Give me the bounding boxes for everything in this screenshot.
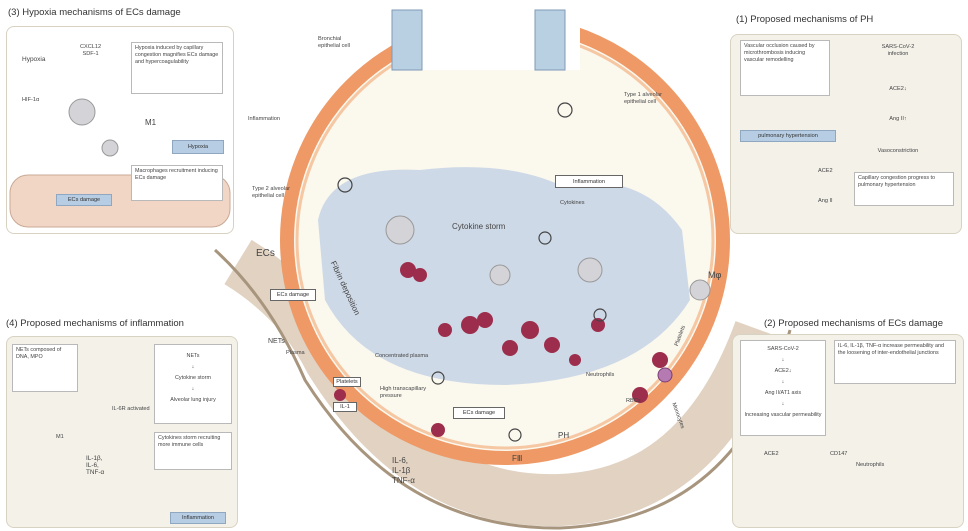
inflammation-m1-label: M1 — [56, 434, 64, 441]
m1-label: M1 — [145, 119, 156, 126]
plasma-label: Plasma — [286, 350, 305, 357]
nets-label: NETs — [268, 338, 285, 345]
ph-panel-title: (1) Proposed mechanisms of PH — [736, 14, 873, 25]
ecs-il-note: IL-6, IL-1β, TNF-α increase permeability… — [834, 340, 956, 384]
pulmonary-hypertension-box: pulmonary hypertension — [740, 130, 836, 142]
storm-cytokine: Cytokine storm — [158, 375, 228, 382]
hypoxia-panel-title: (3) Hypoxia mechanisms of ECs damage — [8, 7, 181, 18]
ace2-label: ACE2↓ — [870, 86, 926, 93]
cxcl12-label: CXCL12 SDF-1 — [80, 44, 101, 58]
arrow-down-icon: ↓ — [744, 379, 822, 386]
storm-box: NETs ↓ Cytokine storm ↓ Alveolar lung in… — [154, 344, 232, 424]
il1-box: IL-1 — [333, 402, 357, 412]
nets-note: NETs composed of DNA, MPO — [12, 344, 78, 392]
storm-nets: NETs — [158, 353, 228, 360]
cytokine-storm-label: Cytokine storm — [452, 223, 505, 230]
bronchial-cells-right — [535, 10, 565, 70]
mo-label: Mφ — [708, 272, 721, 279]
concentrated-plasma-label: Concentrated plasma — [375, 353, 428, 360]
ph-label: PH — [558, 432, 569, 439]
center-cytokines-label: Cytokines — [560, 200, 585, 207]
inflammation-cytokines-label: IL-1β, IL-6, TNF-α — [86, 455, 104, 476]
cytokine-release-note: Cytokines storm recruiting more immune c… — [154, 432, 232, 470]
inflammation-panel-title: (4) Proposed mechanisms of inflammation — [6, 318, 184, 329]
ecs-ace2: ACE2↓ — [744, 368, 822, 375]
inflammation-label: Inflammation — [248, 116, 280, 123]
arrow-down-icon: ↓ — [158, 386, 228, 393]
inflammation-box: Inflammation — [170, 512, 226, 524]
bronchial-label: Bronchial epithelial cell — [318, 36, 350, 50]
ecs-panel-title: (2) Proposed mechanisms of ECs damage — [764, 318, 943, 329]
il6r-label: IL-6R activated — [112, 406, 150, 413]
rbcs-label: RBCs — [626, 398, 641, 405]
macrophages-note: Macrophages recruitment inducing ECs dam… — [131, 165, 223, 201]
hypoxia-label: Hypoxia — [22, 56, 45, 63]
type2-label: Type 2 alveolar epithelial cell — [252, 186, 290, 200]
center-ecs-damage-box: ECs damage — [270, 289, 316, 301]
arrow-down-icon: ↓ — [158, 364, 228, 371]
hif-label: HIF-1α — [22, 97, 39, 104]
type1-label: Type 1 alveolar epithelial cell — [624, 92, 662, 106]
arrow-down-icon: ↓ — [744, 401, 822, 408]
center-ecs-damage-box2: ECs damage — [453, 407, 505, 419]
ecs-sars: SARS-CoV-2 — [744, 346, 822, 353]
platelet-box: Platelets — [333, 377, 361, 387]
ecs-label: ECs — [256, 250, 275, 257]
center-inflammation-box: Inflammation — [555, 175, 623, 188]
ecs-neutrophils-label: Neutrophils — [856, 462, 884, 469]
neutrophils-label: Neutrophils — [586, 372, 614, 379]
sars-label: SARS-CoV-2 infection — [870, 44, 926, 58]
cd147-label: CD147 — [830, 451, 847, 458]
arrow-down-icon: ↓ — [744, 357, 822, 364]
ecs-ang: Ang II/AT1 axis — [744, 390, 822, 397]
hypoxia-box: Hypoxia — [172, 140, 224, 154]
ecs-ace2-label: ACE2 — [764, 451, 779, 458]
hypoxia-note: Hypoxia induced by capillary congestion … — [131, 42, 223, 94]
ph-ace2-label: ACE2 — [818, 168, 833, 175]
ecs-perm: Increasing vascular permeability — [744, 412, 822, 419]
high-pressure-label: High transcapillary pressure — [380, 386, 426, 400]
bronchial-cells-left — [392, 10, 422, 70]
ph-ang-label: Ang II — [818, 198, 833, 205]
hypoxia-ecs-damage-box: ECs damage — [56, 194, 112, 206]
vaso-label: Vasoconstriction — [862, 148, 934, 155]
ph-note-right: Capillary congestion progress to pulmona… — [854, 172, 954, 206]
ecs-flow-box: SARS-CoV-2 ↓ ACE2↓ ↓ Ang II/AT1 axis ↓ I… — [740, 340, 826, 436]
ang-label: Ang II↑ — [870, 116, 926, 123]
fviii-label: FⅢ — [512, 455, 522, 462]
storm-lung: Alveolar lung injury — [158, 397, 228, 404]
ph-note-left: Vascular occlusion caused by microthromb… — [740, 40, 830, 96]
bottom-cytokines-label: IL-6, IL-1β TNF-α — [392, 456, 415, 486]
